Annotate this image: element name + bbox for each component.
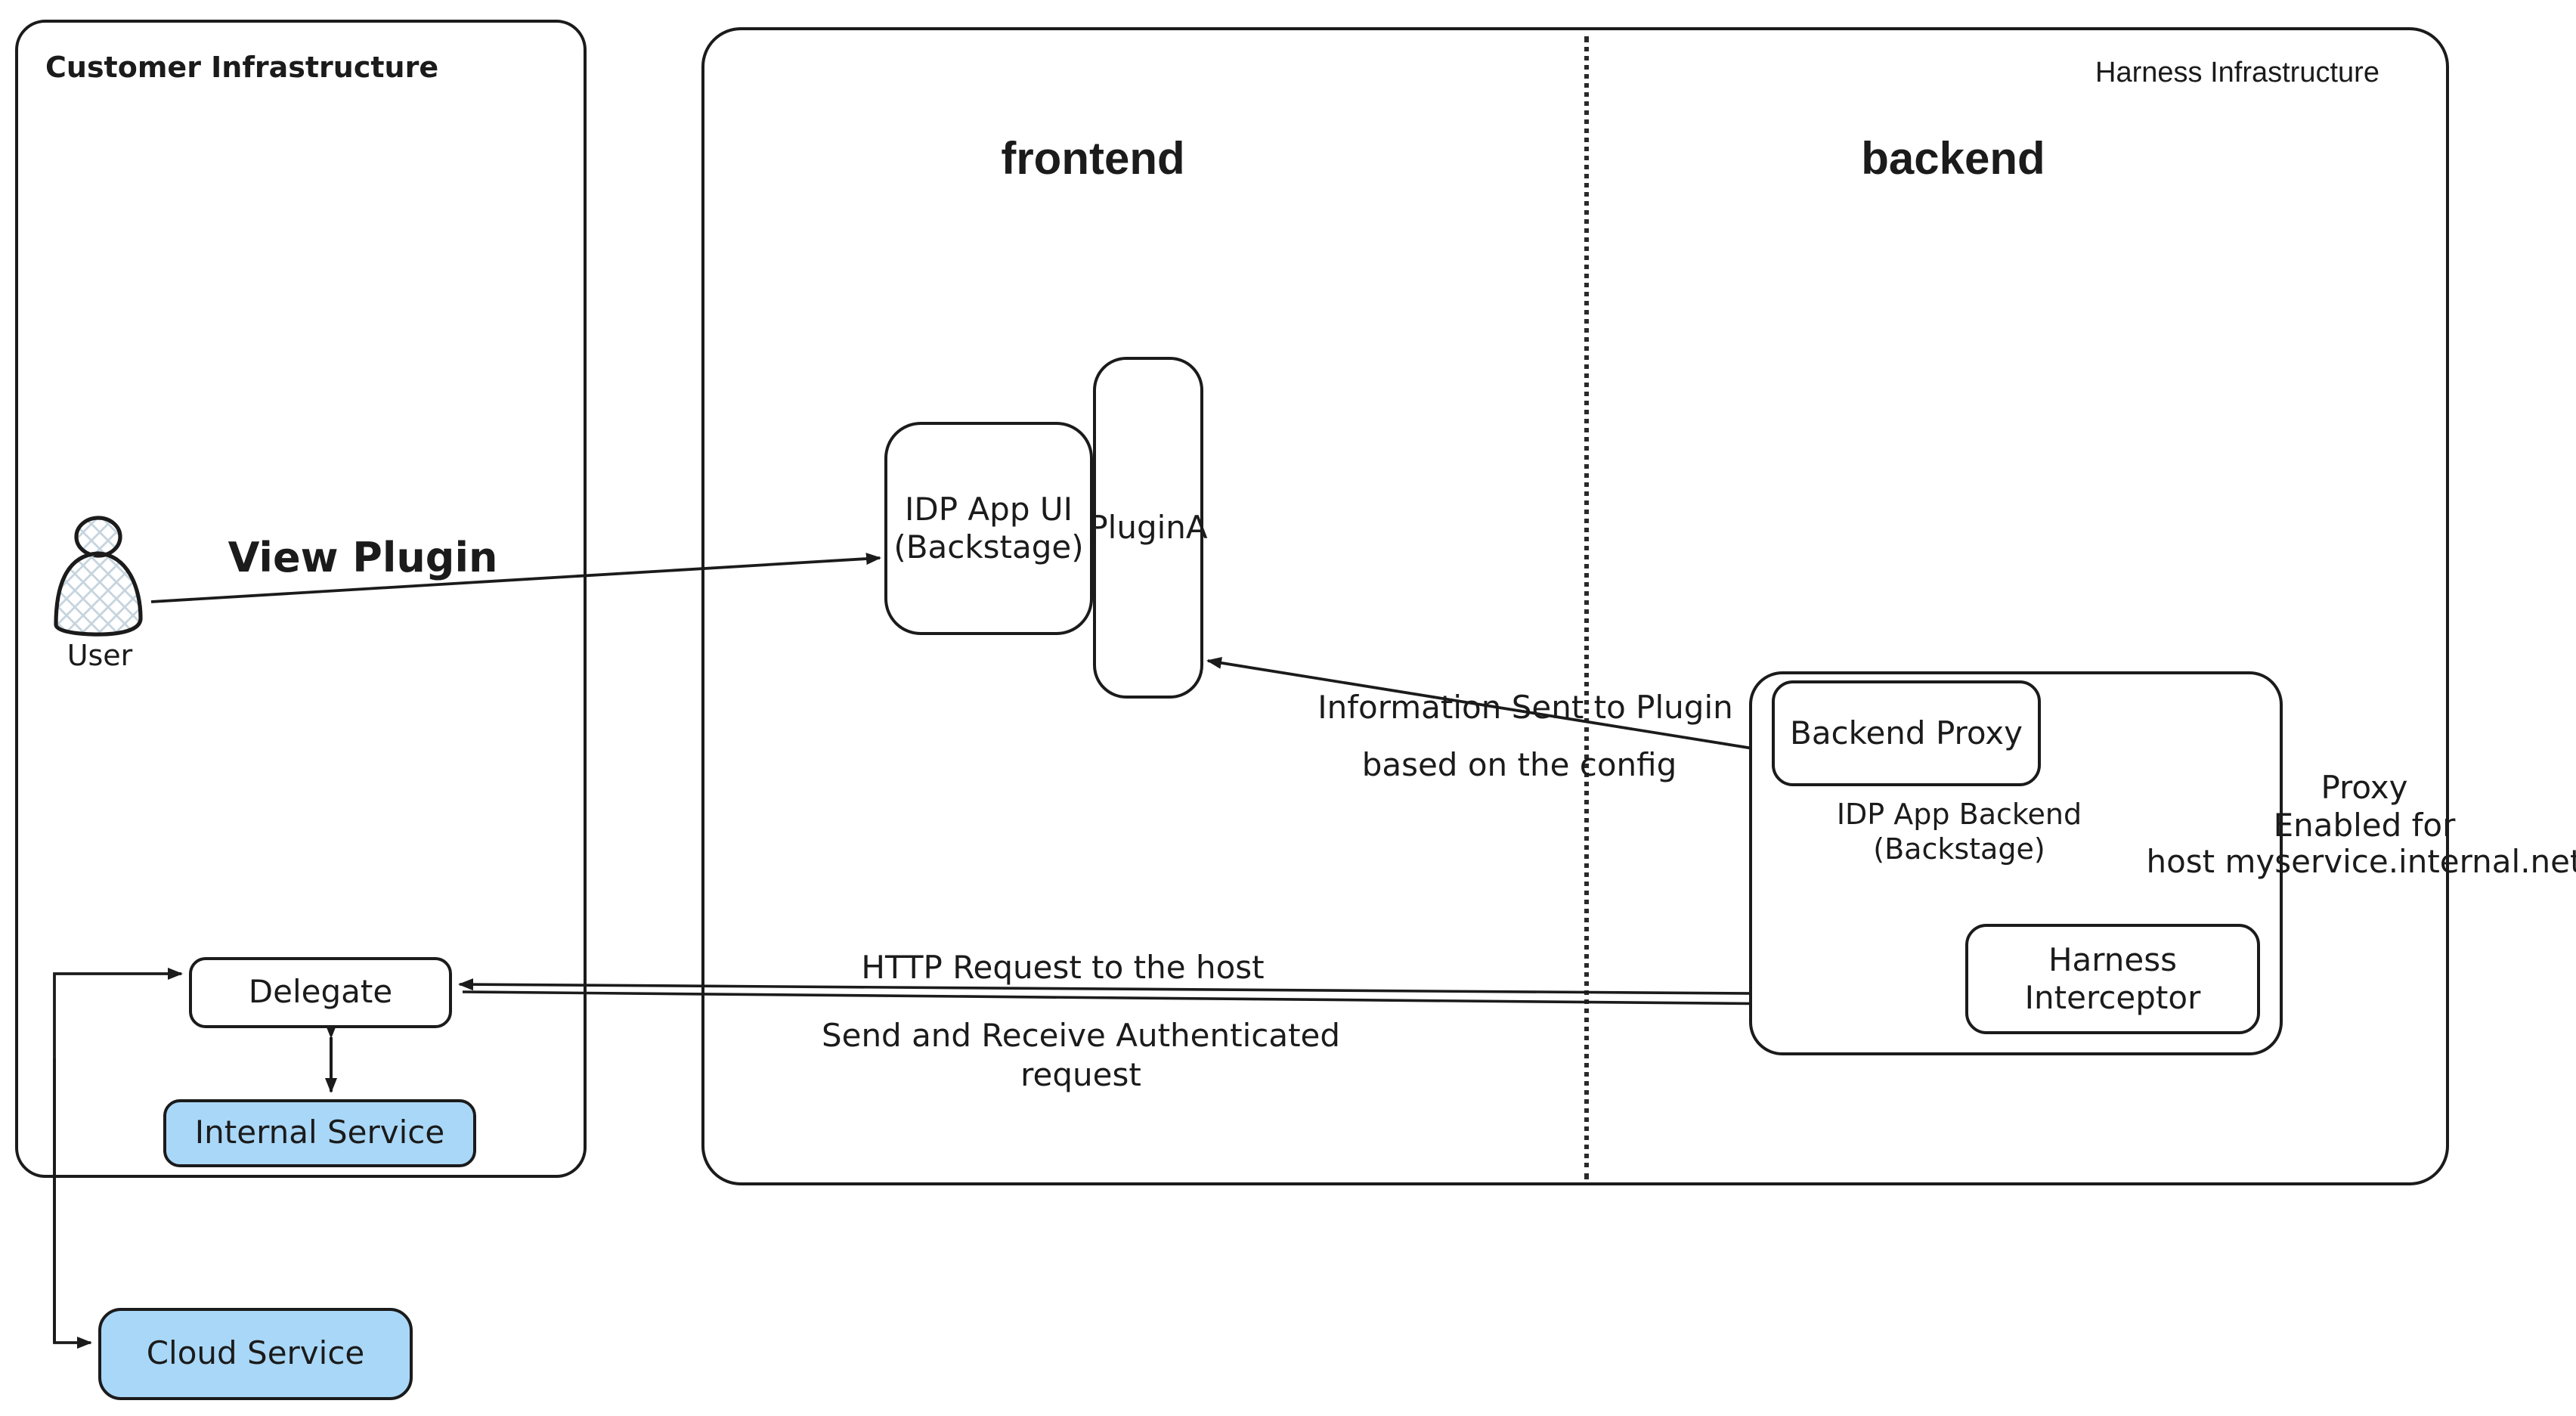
- info-sent-label-line2: based on the config: [1361, 747, 1677, 783]
- idp-app-ui-node: IDP App UI (Backstage): [884, 422, 1093, 635]
- harness-interceptor-label-line1: Harness: [2048, 942, 2178, 979]
- proxy-enabled-line3: host myservice.internal.net: [2146, 844, 2576, 881]
- harness-interceptor-node: Harness Interceptor: [1965, 924, 2260, 1034]
- idp-app-ui-label-line2: (Backstage): [893, 528, 1084, 565]
- backend-proxy-label: Backend Proxy: [1790, 714, 2023, 751]
- cloud-service-label: Cloud Service: [146, 1335, 365, 1372]
- delegate-label: Delegate: [248, 974, 393, 1011]
- harness-interceptor-label-line2: Interceptor: [2024, 979, 2201, 1015]
- send-receive-label-line1: Send and Receive Authenticated: [821, 1018, 1341, 1054]
- idp-app-backend-label-line1: IDP App Backend: [1836, 798, 2082, 832]
- internal-service-node: Internal Service: [163, 1099, 476, 1167]
- backend-proxy-node: Backend Proxy: [1772, 680, 2041, 786]
- info-sent-label-line1: Information Sent to Plugin: [1317, 689, 1733, 726]
- frontend-section-label: frontend: [1001, 135, 1185, 184]
- cloud-service-node: Cloud Service: [98, 1308, 413, 1400]
- delegate-node: Delegate: [189, 957, 452, 1028]
- proxy-enabled-line1: Proxy: [2321, 770, 2408, 806]
- proxy-enabled-line2: Enabled for: [2273, 807, 2456, 844]
- customer-infrastructure-title: Customer Infrastructure: [45, 51, 439, 85]
- send-receive-label: Send and Receive Authenticated request: [779, 1016, 1383, 1095]
- send-receive-label-line2: request: [1020, 1057, 1141, 1094]
- harness-infrastructure-title: Harness Infrastructure: [2095, 57, 2379, 89]
- idp-app-ui-label-line1: IDP App UI: [905, 491, 1073, 528]
- view-plugin-label: View Plugin: [228, 535, 498, 582]
- idp-app-backend-label: IDP App Backend (Backstage): [1793, 798, 2126, 867]
- internal-service-label: Internal Service: [194, 1114, 445, 1151]
- backend-section-label: backend: [1861, 135, 2045, 184]
- frontend-backend-divider: [1584, 36, 1589, 1179]
- user-label: User: [67, 640, 133, 673]
- idp-app-backend-label-line2: (Backstage): [1873, 832, 2045, 866]
- proxy-enabled-annotation: Proxy Enabled for host myservice.interna…: [2138, 770, 2576, 881]
- plugin-a-node: PluginA: [1088, 357, 1208, 699]
- plugin-a-label: PluginA: [1088, 509, 1208, 546]
- http-request-label: HTTP Request to the host: [861, 950, 1265, 986]
